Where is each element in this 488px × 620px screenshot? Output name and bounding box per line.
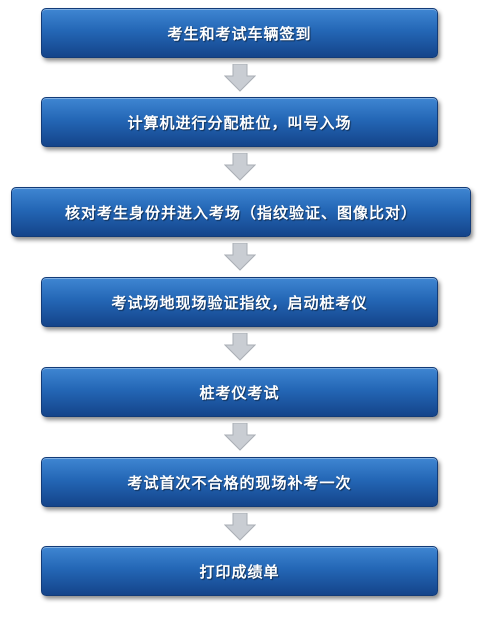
step-7-label: 打印成绩单 bbox=[199, 562, 280, 581]
step-1-check-in: 考生和考试车辆签到 bbox=[41, 8, 438, 58]
down-arrow-icon bbox=[224, 333, 256, 361]
step-2-assign-position: 计算机进行分配桩位，叫号入场 bbox=[41, 97, 438, 147]
down-arrow-icon bbox=[224, 423, 256, 451]
step-6-label: 考试首次不合格的现场补考一次 bbox=[127, 473, 352, 492]
step-3-verify-identity: 核对考生身份并进入考场（指纹验证、图像比对） bbox=[11, 187, 471, 237]
step-3-label: 核对考生身份并进入考场（指纹验证、图像比对） bbox=[64, 203, 417, 222]
step-5-label: 桩考仪考试 bbox=[199, 383, 280, 402]
down-arrow-icon bbox=[224, 513, 256, 541]
down-arrow-icon bbox=[224, 243, 256, 271]
step-6-retest: 考试首次不合格的现场补考一次 bbox=[41, 457, 438, 507]
down-arrow-icon bbox=[224, 153, 256, 181]
step-4-fingerprint-start: 考试场地现场验证指纹，启动桩考仪 bbox=[41, 277, 438, 327]
step-4-label: 考试场地现场验证指纹，启动桩考仪 bbox=[111, 293, 368, 312]
step-5-pile-exam: 桩考仪考试 bbox=[41, 367, 438, 417]
down-arrow-icon bbox=[224, 64, 256, 92]
step-2-label: 计算机进行分配桩位，叫号入场 bbox=[127, 113, 352, 132]
step-1-label: 考生和考试车辆签到 bbox=[167, 24, 312, 43]
step-7-print-report: 打印成绩单 bbox=[41, 546, 438, 596]
